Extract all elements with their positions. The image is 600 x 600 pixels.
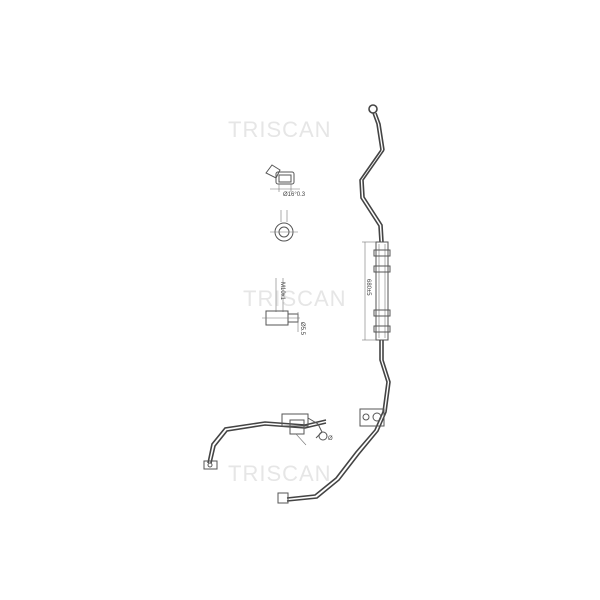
svg-text:Ø: Ø <box>328 436 333 442</box>
left-end-fitting <box>203 460 218 470</box>
top-fitting <box>368 104 378 114</box>
detail-fitting-side: M10x1 Ø5.5 <box>262 278 305 336</box>
watermark-middle: TRISCAN <box>243 286 347 311</box>
diameter-label: Ø16°0.3 <box>283 192 306 198</box>
detail-ring-fitting <box>270 210 298 242</box>
thread-label: M10x1 <box>279 282 285 301</box>
small-label: Ø5.5 <box>299 322 305 336</box>
watermark-bottom: TRISCAN <box>228 461 332 486</box>
mounting-bracket <box>359 408 385 427</box>
watermark-top: TRISCAN <box>228 117 332 142</box>
detail-banjo-top: Ø16°0.3 <box>265 164 306 198</box>
length-label: 680±5 <box>365 279 371 296</box>
flexible-hose <box>375 241 389 341</box>
brake-hose-assembly: 680±5 Ø <box>203 104 391 504</box>
bottom-end-fitting <box>277 492 289 504</box>
junction-block <box>281 413 309 427</box>
